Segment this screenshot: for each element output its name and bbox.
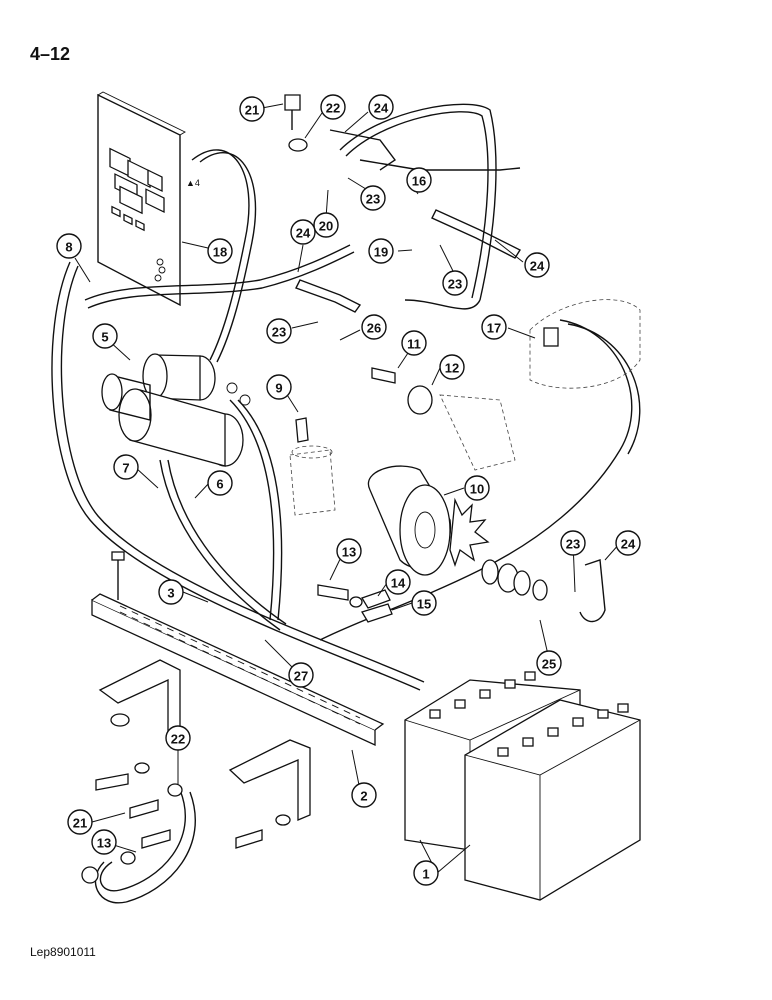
callout-13-mid: 13	[336, 538, 362, 564]
svg-text:3: 3	[167, 586, 174, 601]
svg-text:6: 6	[216, 477, 223, 492]
callout-11: 11	[401, 330, 427, 356]
callout-23-a: 23	[360, 185, 386, 211]
svg-text:20: 20	[319, 219, 333, 234]
svg-text:24: 24	[530, 259, 545, 274]
svg-text:10: 10	[470, 482, 484, 497]
callout-15: 15	[411, 590, 437, 616]
svg-text:8: 8	[65, 240, 72, 255]
callout-5: 5	[92, 323, 118, 349]
svg-text:17: 17	[487, 321, 501, 336]
callout-3: 3	[158, 579, 184, 605]
svg-text:22: 22	[171, 732, 185, 747]
callout-23-b: 23	[442, 270, 468, 296]
page-number: 4–12	[30, 44, 71, 64]
svg-text:24: 24	[374, 101, 389, 116]
pressure-sender	[289, 417, 336, 516]
svg-text:7: 7	[122, 461, 129, 476]
callout-25: 25	[536, 650, 562, 676]
slotted-mounting-bar	[91, 551, 385, 747]
callout-12: 12	[439, 354, 465, 380]
callout-24-bottom: 24	[615, 530, 641, 556]
callout-19: 19	[368, 238, 394, 264]
callout-21-bottom: 21	[67, 809, 93, 835]
battery-cable	[319, 319, 641, 641]
board-marker: ▲4	[186, 178, 200, 188]
callout-18: 18	[207, 238, 233, 264]
svg-text:13: 13	[97, 836, 111, 851]
svg-text:23: 23	[272, 325, 286, 340]
callout-20: 20	[313, 212, 339, 238]
callout-23-d: 23	[560, 530, 586, 556]
svg-text:12: 12	[445, 361, 459, 376]
fuel-sender	[529, 299, 641, 389]
svg-text:5: 5	[101, 330, 108, 345]
callout-24-right: 24	[524, 252, 550, 278]
svg-text:23: 23	[366, 192, 380, 207]
alternator-hardware	[317, 367, 548, 623]
callout-17: 17	[481, 314, 507, 340]
bolts	[95, 94, 308, 865]
svg-text:26: 26	[367, 321, 381, 336]
callout-10: 10	[464, 475, 490, 501]
svg-text:2: 2	[360, 789, 367, 804]
callout-21-top: 21	[239, 96, 265, 122]
callout-22-bottom: 22	[165, 725, 191, 751]
callout-7: 7	[113, 454, 139, 480]
callout-9: 9	[266, 374, 292, 400]
callout-2: 2	[351, 782, 377, 808]
svg-text:11: 11	[407, 337, 421, 352]
svg-text:25: 25	[542, 657, 556, 672]
svg-text:24: 24	[621, 537, 636, 552]
callout-22-top: 22	[320, 94, 346, 120]
callout-26: 26	[361, 314, 387, 340]
wiring-harness-8	[51, 103, 521, 691]
svg-text:13: 13	[342, 545, 356, 560]
alternator	[367, 394, 516, 576]
starter-motor	[101, 353, 251, 467]
earth-strap	[81, 789, 196, 904]
relay-board: ▲4	[97, 91, 200, 307]
callout-23-c: 23	[266, 318, 292, 344]
callout-16: 16	[406, 167, 432, 193]
callout-24-mid: 24	[290, 219, 316, 245]
svg-text:22: 22	[326, 101, 340, 116]
svg-text:23: 23	[566, 537, 580, 552]
callout-14: 14	[385, 569, 411, 595]
svg-text:21: 21	[245, 103, 259, 118]
svg-text:19: 19	[374, 245, 388, 260]
callout-27: 27	[288, 662, 314, 688]
batteries	[404, 671, 641, 901]
svg-text:16: 16	[412, 174, 426, 189]
svg-text:9: 9	[275, 381, 282, 396]
cable-straps	[295, 129, 606, 623]
svg-text:23: 23	[448, 277, 462, 292]
svg-text:27: 27	[294, 669, 308, 684]
callout-1: 1	[413, 860, 439, 886]
drawing-code: Lep8901011	[30, 945, 96, 959]
svg-text:15: 15	[417, 597, 431, 612]
callout-8: 8	[56, 233, 82, 259]
callout-13-bottom: 13	[91, 829, 117, 855]
callout-24-top: 24	[368, 94, 394, 120]
svg-text:21: 21	[73, 816, 87, 831]
svg-text:1: 1	[422, 867, 429, 882]
svg-text:14: 14	[391, 576, 406, 591]
callout-6: 6	[207, 470, 233, 496]
svg-text:24: 24	[296, 226, 311, 241]
svg-text:18: 18	[213, 245, 227, 260]
